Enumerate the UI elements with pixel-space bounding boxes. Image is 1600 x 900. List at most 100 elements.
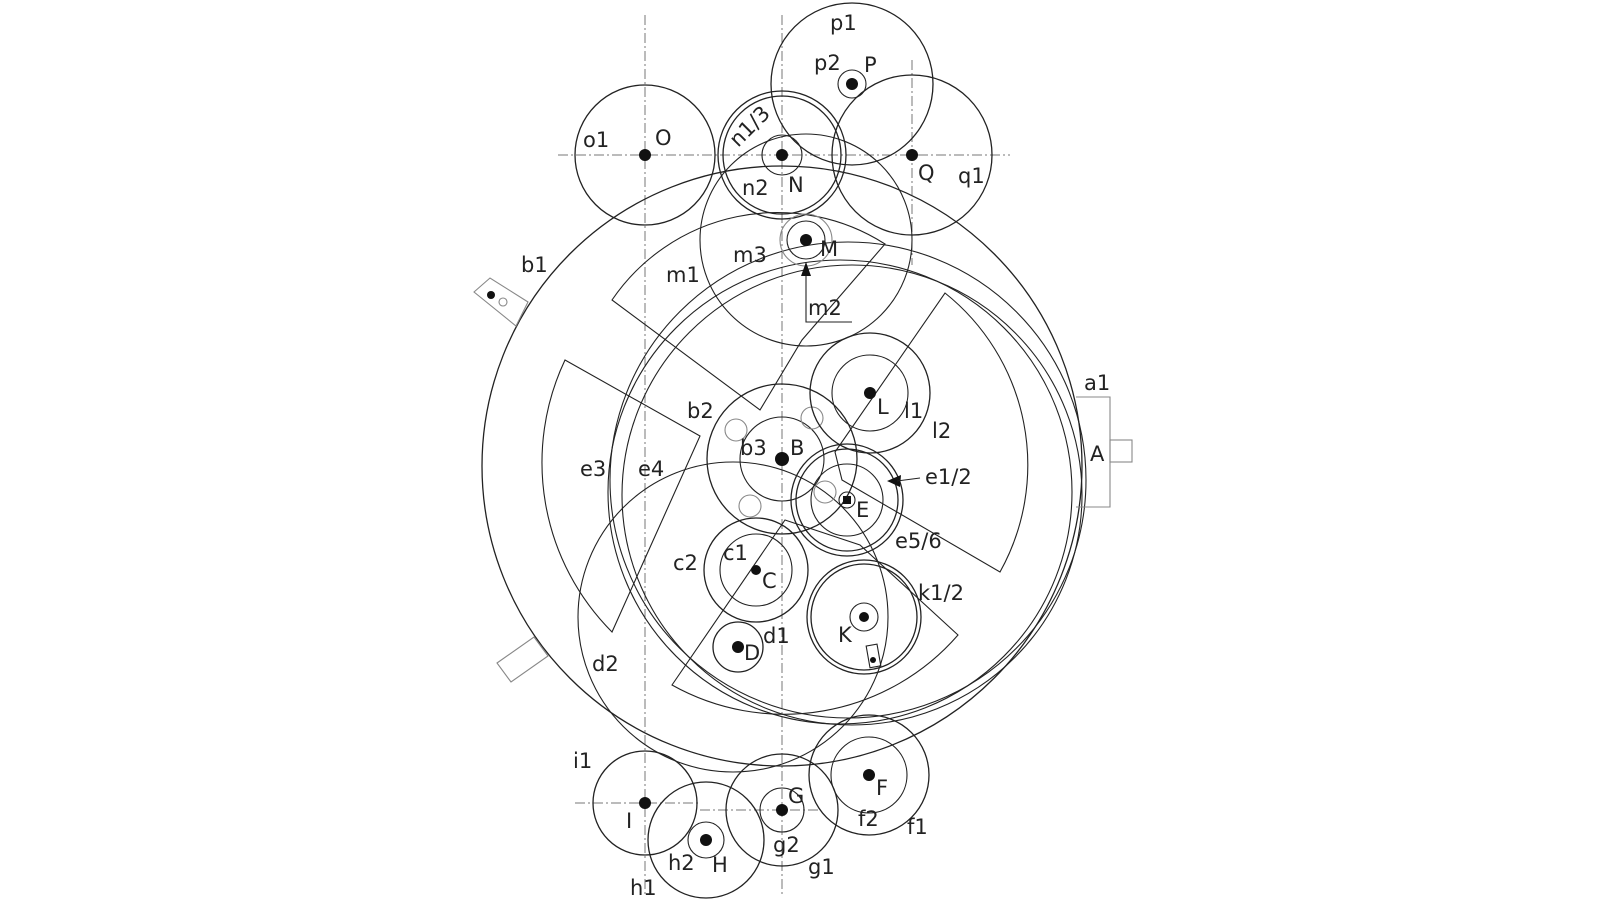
- gear-b2: [706, 383, 858, 535]
- axle-I: [639, 797, 651, 809]
- label-f2: f2: [858, 807, 879, 831]
- fitting-hole: [498, 297, 508, 307]
- gear-b3: [739, 416, 825, 502]
- label-n1-3: n1/3: [725, 101, 775, 151]
- label-C: C: [762, 569, 777, 593]
- sector-m1: [611, 211, 886, 411]
- label-P: P: [864, 53, 877, 77]
- axle-L: [864, 387, 876, 399]
- label-G: G: [788, 784, 804, 808]
- label-m2: m2: [808, 296, 842, 320]
- fitting-top-left: [473, 277, 529, 327]
- gear-m3: [786, 220, 826, 260]
- label-M: M: [820, 237, 838, 261]
- label-d2: d2: [592, 652, 619, 676]
- label-l2: l2: [932, 419, 951, 443]
- ring-outer-2: [621, 264, 1083, 726]
- pin-slot-K: [865, 643, 882, 669]
- label-e3: e3: [580, 457, 606, 481]
- fitting-bottom-left: [496, 636, 549, 683]
- axle-N: [776, 149, 788, 161]
- gear-l1: [809, 332, 931, 454]
- axle-D: [732, 641, 744, 653]
- gear-e2: [795, 448, 899, 552]
- axle-G: [776, 804, 788, 816]
- lower-gears: [592, 714, 930, 899]
- label-n2: n2: [742, 176, 769, 200]
- label-F: F: [876, 776, 888, 800]
- label-o1: o1: [583, 128, 609, 152]
- label-h1: h1: [630, 876, 657, 900]
- label-b3: b3: [740, 436, 767, 460]
- label-l1: l1: [904, 399, 923, 423]
- label-m3: m3: [733, 243, 767, 267]
- arrow-e1-2: [887, 475, 901, 487]
- gear-n2: [761, 134, 803, 176]
- arrow-m2: [801, 262, 811, 276]
- gear-n1: [717, 90, 847, 220]
- label-g2: g2: [773, 833, 800, 857]
- gear-b1: [481, 165, 1083, 767]
- gear-h2: [687, 821, 725, 859]
- label-b2: b2: [687, 399, 714, 423]
- axis-labels: P O N Q M L A B E C K D F G I H: [626, 53, 1105, 877]
- axle-K-pin: [870, 657, 876, 663]
- label-h2: h2: [668, 851, 695, 875]
- ring-outer-3: [609, 241, 1087, 719]
- label-p2: p2: [814, 51, 841, 75]
- axle-K: [859, 612, 869, 622]
- label-f1: f1: [907, 815, 928, 839]
- axle-C: [751, 565, 761, 575]
- sector-e3: [541, 359, 701, 633]
- gear-k1: [806, 559, 922, 675]
- label-k1-2: k1/2: [918, 581, 964, 605]
- axle-P: [846, 78, 858, 90]
- upper-gears: [574, 2, 993, 347]
- axle-O: [639, 149, 651, 161]
- label-m1: m1: [666, 263, 700, 287]
- gear-d1: [712, 621, 764, 673]
- label-i1: i1: [573, 749, 592, 773]
- central-gears: [703, 332, 931, 675]
- axle-F: [863, 769, 875, 781]
- gear-c2: [703, 517, 809, 623]
- gear-g2: [759, 787, 805, 833]
- label-b1: b1: [521, 253, 548, 277]
- sector-lower: [671, 519, 959, 715]
- label-I: I: [626, 809, 632, 833]
- label-Q: Q: [918, 161, 935, 185]
- gear-k2: [810, 563, 918, 671]
- label-e1-2: e1/2: [925, 465, 972, 489]
- crank-A: [1109, 439, 1133, 463]
- gear-h1: [647, 781, 765, 899]
- label-H: H: [712, 853, 728, 877]
- axle-B: [775, 452, 789, 466]
- label-D: D: [744, 641, 760, 665]
- gear-k-inner: [849, 602, 879, 632]
- label-a1: a1: [1084, 371, 1110, 395]
- sector-l2: [834, 292, 1029, 573]
- label-L: L: [877, 395, 889, 419]
- ring-outer-1: [607, 259, 1073, 725]
- label-O: O: [655, 126, 672, 150]
- gear-f2: [830, 736, 908, 814]
- label-q1: q1: [958, 164, 985, 188]
- label-K: K: [838, 623, 853, 647]
- axle-Q: [906, 149, 918, 161]
- label-d1: d1: [763, 624, 790, 648]
- pin-e: [813, 480, 837, 504]
- gear-f1: [808, 714, 930, 836]
- label-N: N: [788, 173, 804, 197]
- label-e4: e4: [638, 457, 664, 481]
- main-wheels: [481, 165, 1133, 773]
- gear-e5-6: [810, 463, 884, 537]
- gear-i1: [592, 750, 698, 856]
- gear-l-inner: [831, 354, 909, 432]
- spoke-sectors: [541, 211, 1029, 715]
- axle-dots: [639, 78, 918, 846]
- label-B: B: [790, 436, 804, 460]
- gear-o1: [574, 84, 716, 226]
- axle-H: [700, 834, 712, 846]
- axle-M: [800, 234, 812, 246]
